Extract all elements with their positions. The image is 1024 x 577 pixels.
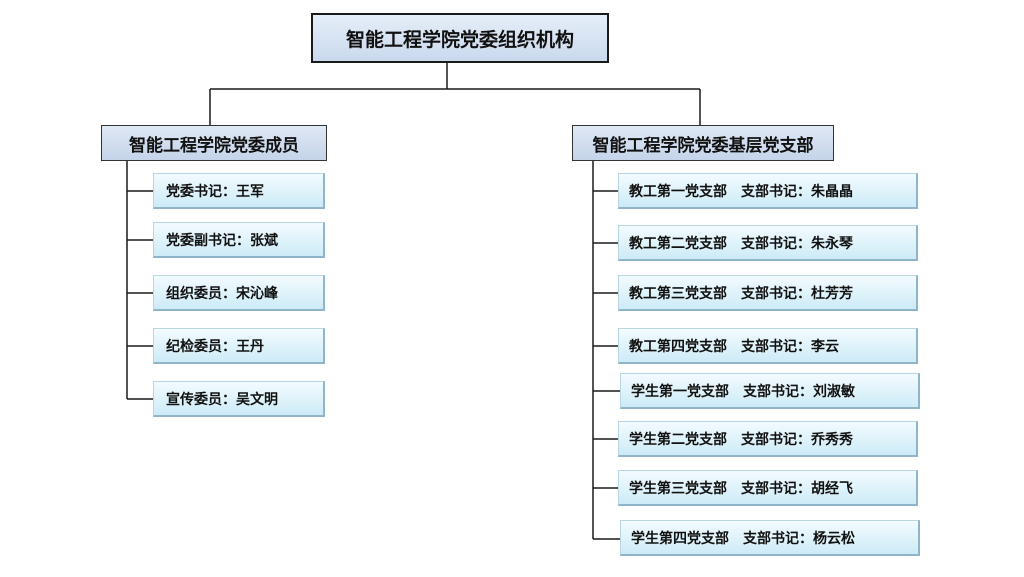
colon-separator: ： [222, 391, 236, 408]
member-role: 纪检委员 [166, 338, 222, 355]
branch-name: 学生第一党支部 [631, 383, 729, 400]
secretary-label: 支部书记 [741, 183, 797, 200]
root-connector [209, 63, 701, 125]
member-name: 王军 [236, 183, 264, 200]
colon-separator: ： [799, 383, 813, 400]
branches-header: 智能工程学院党委基层党支部 [572, 125, 834, 161]
branch-name: 学生第三党支部 [629, 480, 727, 497]
colon-separator: ： [797, 431, 811, 448]
branch-node: 学生第二党支部支部书记：乔秀秀 [618, 421, 918, 457]
secretary-name: 朱晶晶 [811, 183, 853, 200]
branch-name: 教工第一党支部 [629, 183, 727, 200]
secretary-label: 支部书记 [743, 530, 799, 547]
members-branch-line [127, 190, 153, 400]
colon-separator: ： [236, 232, 250, 249]
branch-node: 教工第一党支部支部书记：朱晶晶 [618, 173, 918, 209]
branch-name: 教工第四党支部 [629, 338, 727, 355]
root-node: 智能工程学院党委组织机构 [311, 13, 609, 63]
colon-separator: ： [797, 480, 811, 497]
member-role: 党委副书记 [166, 232, 236, 249]
branch-name: 教工第三党支部 [629, 285, 727, 302]
branch-node: 学生第一党支部支部书记：刘淑敏 [620, 373, 920, 409]
member-node: 党委书记：王军 [153, 173, 325, 209]
member-node: 纪检委员：王丹 [153, 328, 325, 364]
colon-separator: ： [797, 183, 811, 200]
secretary-label: 支部书记 [743, 383, 799, 400]
member-role: 党委书记 [166, 183, 222, 200]
member-node: 宣传委员：吴文明 [153, 381, 325, 417]
branch-node: 教工第四党支部支部书记：李云 [618, 328, 918, 364]
secretary-label: 支部书记 [741, 235, 797, 252]
colon-separator: ： [797, 235, 811, 252]
secretary-name: 李云 [811, 338, 839, 355]
secretary-label: 支部书记 [741, 285, 797, 302]
members-header: 智能工程学院党委成员 [101, 125, 327, 161]
secretary-name: 乔秀秀 [811, 431, 853, 448]
member-name: 宋沁峰 [236, 285, 278, 302]
branch-name: 学生第二党支部 [629, 431, 727, 448]
secretary-name: 杜芳芳 [811, 285, 853, 302]
branch-node: 学生第三党支部支部书记：胡经飞 [618, 470, 918, 506]
member-role: 组织委员 [166, 285, 222, 302]
branch-name: 教工第二党支部 [629, 235, 727, 252]
root-title: 智能工程学院党委组织机构 [345, 28, 574, 51]
branches-title: 智能工程学院党委基层党支部 [592, 135, 814, 156]
members-title: 智能工程学院党委成员 [129, 135, 299, 156]
member-name: 王丹 [236, 338, 264, 355]
colon-separator: ： [222, 338, 236, 355]
colon-separator: ： [222, 183, 236, 200]
secretary-name: 胡经飞 [811, 480, 853, 497]
branches-branch-line [593, 190, 620, 540]
branch-node: 教工第二党支部支部书记：朱永琴 [618, 225, 918, 261]
colon-separator: ： [797, 285, 811, 302]
member-role: 宣传委员 [166, 391, 222, 408]
member-node: 党委副书记：张斌 [153, 222, 325, 258]
secretary-name: 杨云松 [813, 530, 855, 547]
member-name: 张斌 [250, 232, 278, 249]
secretary-name: 刘淑敏 [813, 383, 855, 400]
member-node: 组织委员：宋沁峰 [153, 275, 325, 311]
secretary-label: 支部书记 [741, 431, 797, 448]
branch-node: 学生第四党支部支部书记：杨云松 [620, 520, 920, 556]
secretary-label: 支部书记 [741, 480, 797, 497]
secretary-label: 支部书记 [741, 338, 797, 355]
colon-separator: ： [222, 285, 236, 302]
secretary-name: 朱永琴 [811, 235, 853, 252]
member-name: 吴文明 [236, 391, 278, 408]
colon-separator: ： [797, 338, 811, 355]
branch-name: 学生第四党支部 [631, 530, 729, 547]
colon-separator: ： [799, 530, 813, 547]
branch-node: 教工第三党支部支部书记：杜芳芳 [618, 275, 918, 311]
